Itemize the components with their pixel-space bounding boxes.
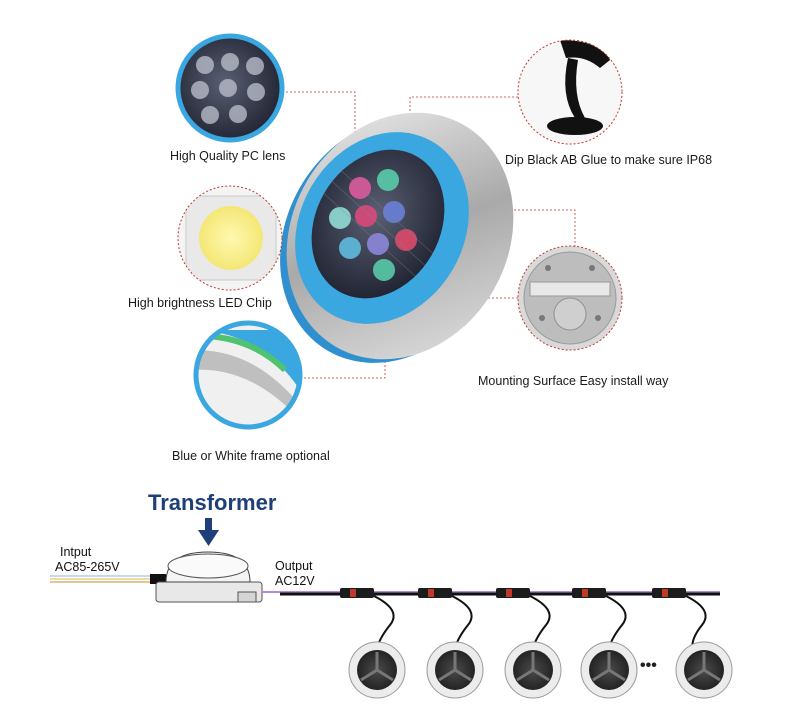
pc-lens-label: High Quality PC lens — [170, 149, 285, 163]
input-wires — [50, 574, 166, 584]
continuation-dots: ••• — [640, 657, 657, 674]
led-chip-label: High brightness LED Chip — [128, 296, 272, 310]
transformer-icon — [155, 551, 263, 603]
arrow-down-icon — [198, 518, 219, 546]
pool-light-icon — [504, 641, 562, 699]
pool-light-row — [348, 641, 733, 699]
transformer-title: Transformer — [148, 490, 277, 515]
connector-icon — [496, 588, 530, 598]
output-voltage: AC12V — [275, 574, 315, 588]
mounting-plate-icon — [517, 245, 623, 351]
output-bus — [262, 591, 720, 596]
pool-light-icon — [348, 641, 406, 699]
pool-light-icon — [580, 641, 638, 699]
pool-light-icon — [675, 641, 733, 699]
pc-lens-icon — [175, 33, 285, 143]
connector-icon — [340, 588, 374, 598]
pool-light-icon — [426, 641, 484, 699]
input-label: Intput — [60, 545, 92, 559]
output-label: Output — [275, 559, 313, 573]
connectors — [340, 588, 686, 598]
frame-label: Blue or White frame optional — [172, 449, 330, 463]
main-pool-light — [280, 112, 514, 363]
connector-icon — [652, 588, 686, 598]
mounting-label: Mounting Surface Easy install way — [478, 374, 669, 388]
drop-cables — [373, 595, 707, 651]
connector-icon — [572, 588, 606, 598]
glue-icon — [517, 39, 623, 145]
glue-label: Dip Black AB Glue to make sure IP68 — [505, 153, 712, 167]
led-chip-icon — [177, 185, 283, 291]
frame-detail-icon — [193, 320, 303, 430]
input-voltage: AC85-265V — [55, 560, 120, 574]
connector-icon — [418, 588, 452, 598]
